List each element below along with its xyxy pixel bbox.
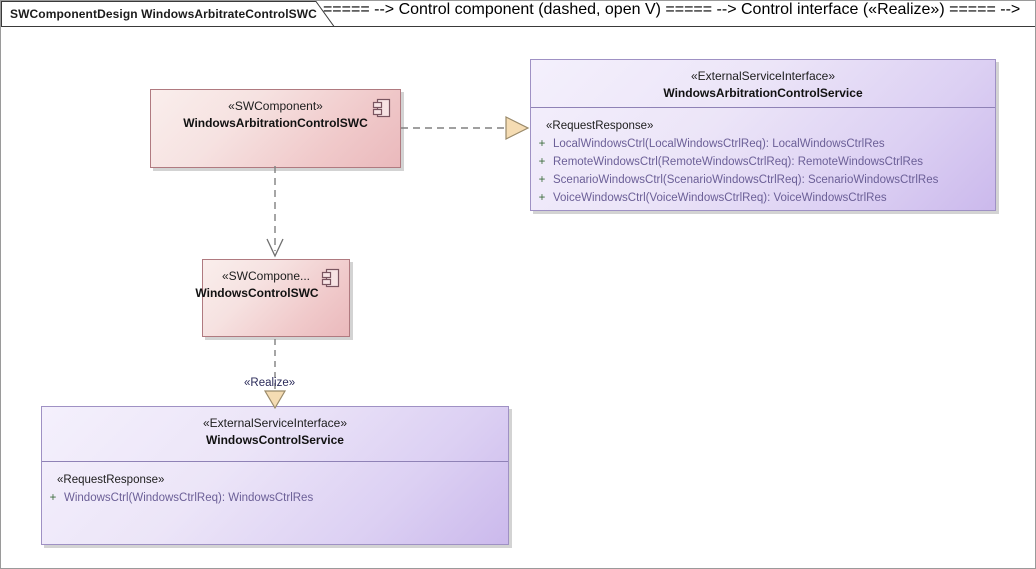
operation-signature: ScenarioWindowsCtrl(ScenarioWindowsCtrlR…: [553, 174, 939, 186]
interface-name: WindowsArbitrationControlService: [663, 86, 863, 100]
interface-windows-arbitration-control-service[interactable]: «ExternalServiceInterface» WindowsArbitr…: [530, 59, 999, 214]
operation-visibility: +: [49, 492, 57, 504]
operation-signature: WindowsCtrl(WindowsCtrlReq): WindowsCtrl…: [64, 492, 314, 504]
interface-operations-compartment: «RequestResponse» + LocalWindowsCtrl(Loc…: [531, 108, 995, 207]
component-title-block: «SWCompone... WindowsControlSWC: [195, 268, 349, 302]
operation-row[interactable]: + LocalWindowsCtrl(LocalWindowsCtrlReq):…: [531, 135, 995, 153]
operations-group-label: «RequestResponse»: [546, 120, 654, 132]
uml-component-icon: [372, 98, 391, 118]
operation-row[interactable]: + RemoteWindowsCtrl(RemoteWindowsCtrlReq…: [531, 153, 995, 171]
component-stereotype: «SWCompone...: [221, 269, 311, 283]
operation-visibility: +: [538, 138, 546, 150]
component-name: WindowsControlSWC: [195, 286, 319, 300]
component-windows-control-swc[interactable]: «SWCompone... WindowsControlSWC: [195, 259, 353, 340]
operation-visibility: +: [538, 192, 546, 204]
interface-header: «ExternalServiceInterface» WindowsArbitr…: [531, 60, 995, 108]
operation-row[interactable]: + WindowsCtrl(WindowsCtrlReq): WindowsCt…: [42, 489, 508, 507]
connector-dependency-components[interactable]: [259, 166, 299, 261]
component-body: «SWComponent» WindowsArbitrationControlS…: [150, 89, 401, 168]
operation-signature: LocalWindowsCtrl(LocalWindowsCtrlReq): L…: [553, 138, 885, 150]
connector-dependency-components-line: [266, 166, 284, 258]
interface-operations-compartment: «RequestResponse» + WindowsCtrl(WindowsC…: [42, 462, 508, 507]
interface-windows-control-service[interactable]: «ExternalServiceInterface» WindowsContro…: [41, 406, 512, 548]
component-title-block: «SWComponent» WindowsArbitrationControlS…: [151, 98, 400, 132]
operations-group-label: «RequestResponse»: [57, 474, 165, 486]
uml-component-icon: [321, 268, 340, 288]
component-body: «SWCompone... WindowsControlSWC: [195, 259, 350, 337]
connector-realization-arbitration-line: [401, 116, 530, 140]
component-name: WindowsArbitrationControlSWC: [183, 116, 368, 130]
operation-signature: VoiceWindowsCtrl(VoiceWindowsCtrlReq): V…: [553, 192, 887, 204]
interface-body: «ExternalServiceInterface» WindowsContro…: [41, 406, 509, 545]
connector-realization-arbitration[interactable]: [401, 111, 536, 151]
operation-row[interactable]: + VoiceWindowsCtrl(VoiceWindowsCtrlReq):…: [531, 189, 995, 207]
component-windows-arbitration-control-swc[interactable]: «SWComponent» WindowsArbitrationControlS…: [150, 89, 404, 171]
operation-visibility: +: [538, 174, 546, 186]
operation-signature: RemoteWindowsCtrl(RemoteWindowsCtrlReq):…: [553, 156, 924, 168]
interface-body: «ExternalServiceInterface» WindowsArbitr…: [530, 59, 996, 211]
connector-realize-label: «Realize»: [244, 377, 296, 389]
operation-visibility: +: [538, 156, 546, 168]
interface-stereotype: «ExternalServiceInterface»: [690, 69, 836, 83]
operation-row[interactable]: + ScenarioWindowsCtrl(ScenarioWindowsCtr…: [531, 171, 995, 189]
component-stereotype: «SWComponent»: [228, 99, 323, 113]
interface-name: WindowsControlService: [206, 433, 344, 447]
connector-realize-control-line: [263, 339, 287, 410]
diagram-title: SWComponentDesign WindowsArbitrateContro…: [10, 7, 317, 21]
connector-realize-control[interactable]: [259, 339, 299, 410]
interface-header: «ExternalServiceInterface» WindowsContro…: [42, 407, 508, 462]
interface-stereotype: «ExternalServiceInterface»: [202, 416, 348, 430]
